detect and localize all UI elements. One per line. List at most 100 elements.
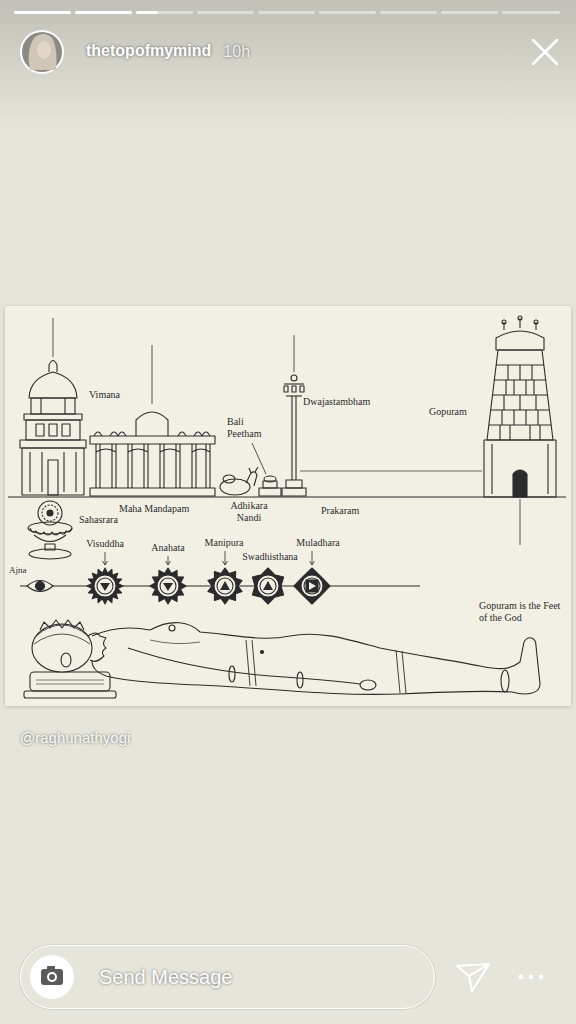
- send-icon: [457, 964, 489, 991]
- reclining-figure: [169, 625, 175, 631]
- chakra-symbol: [94, 575, 116, 597]
- camera-button: [41, 969, 63, 985]
- gopuram-tower: [513, 470, 527, 497]
- vimana-tower: [36, 424, 44, 436]
- gopuram-tower: [535, 322, 536, 330]
- gopuram-tower: [502, 320, 506, 324]
- reclining-figure: [30, 672, 110, 691]
- story-progress-bar: [380, 11, 437, 14]
- reclining-figure: [32, 624, 92, 672]
- ground-line: [8, 496, 566, 497]
- close-icon: [533, 40, 557, 64]
- chakra-name: Sahasrara: [78, 514, 119, 526]
- vimana-tower: [62, 424, 70, 436]
- reclining-figure: [396, 650, 406, 693]
- sahasrara-lotus: [28, 522, 72, 534]
- story-progress-bar: [319, 11, 376, 14]
- sahasrara-lotus: [30, 528, 72, 535]
- send-icon: [469, 964, 489, 976]
- vimana-tower: [26, 420, 80, 440]
- source-handle: @raghunathyogi: [20, 729, 130, 747]
- story-progress-bar: [258, 11, 315, 14]
- sahasrara-lotus: [38, 501, 62, 525]
- mandapam-hall: [136, 412, 168, 436]
- gopuram-tower: [484, 316, 556, 545]
- part-name: Dwajastambham: [302, 396, 371, 408]
- reclining-figure: [297, 672, 303, 688]
- flag-pole: [300, 386, 304, 392]
- chakra-symbol: [257, 575, 279, 597]
- reclining-figure: [24, 620, 540, 698]
- send-icon: [457, 964, 489, 991]
- avatar: [20, 30, 64, 74]
- sahasrara-lotus: [34, 535, 66, 542]
- chakra-symbol: [214, 575, 236, 597]
- ajna-eye: [27, 581, 53, 592]
- gopuram-tower: [487, 350, 553, 440]
- flag-pole: [284, 383, 304, 384]
- reclining-figure: [261, 651, 264, 654]
- gopuram-tower: [520, 499, 521, 545]
- mandapam-hall: [90, 345, 215, 496]
- vimana-tower: [24, 414, 82, 420]
- gopuram-tower: [484, 440, 556, 497]
- diagram-frame: [5, 306, 571, 706]
- chakra-symbol: [304, 578, 320, 594]
- chakra-name: Anahata: [150, 542, 185, 554]
- chakra-symbol: [294, 568, 330, 604]
- flag-pole: [282, 335, 306, 496]
- chakra-symbol: [100, 583, 110, 591]
- story-progress-bar: [75, 11, 132, 14]
- close-icon: [533, 40, 557, 64]
- chakra-symbol: [150, 568, 186, 604]
- camera-button: [49, 974, 55, 980]
- sahasrara-lotus: [47, 510, 53, 516]
- reclining-figure: [61, 653, 71, 667]
- part-name: Adhikara Nandi: [222, 500, 276, 524]
- gopuram-tower: [503, 322, 504, 330]
- avatar: [37, 41, 51, 59]
- reclining-figure: [501, 670, 509, 692]
- chakra-symbol: [160, 578, 176, 594]
- flag-pole: [286, 480, 302, 488]
- sahasrara-lotus: [42, 505, 58, 521]
- chakra-symbol: [306, 580, 318, 592]
- post-age: 10h: [223, 42, 250, 61]
- chakra-name: Muladhara: [295, 537, 340, 549]
- leader-line: [223, 561, 228, 565]
- avatar: [22, 32, 62, 72]
- chakra-symbol: [87, 568, 330, 604]
- chakra-symbol: [217, 578, 233, 594]
- leader-line: [168, 556, 169, 565]
- chakra-symbol: [301, 575, 323, 597]
- chakra-symbol: [97, 578, 113, 594]
- flag-pole: [291, 396, 292, 480]
- chakra-symbol: [252, 568, 283, 604]
- vimana-tower: [31, 398, 75, 414]
- ajna-eye: [27, 581, 53, 592]
- story-progress-bar: [502, 11, 560, 14]
- chakra-symbol: [87, 568, 123, 604]
- reclining-figure: [246, 640, 256, 686]
- vimana-tower: [49, 361, 57, 373]
- chakra-name: Swadhisthana: [241, 551, 299, 563]
- leader-line: [105, 552, 106, 565]
- mandapam-hall: [94, 432, 210, 436]
- sahasrara-lotus: [28, 501, 72, 559]
- reclining-figure: [92, 623, 540, 695]
- avatar: [20, 30, 64, 74]
- gopuram-tower: [534, 320, 538, 324]
- chakra-symbol: [252, 568, 283, 604]
- reclining-figure: [40, 620, 84, 630]
- chakra-symbol: [294, 568, 330, 604]
- chakra-symbol: [87, 568, 123, 604]
- reclining-figure: [34, 634, 90, 644]
- vimana-tower: [22, 448, 84, 495]
- bali-peetham: [259, 476, 281, 496]
- nandi-bull: [223, 475, 235, 483]
- leader-line: [225, 551, 226, 565]
- mandapam-hall: [96, 449, 210, 452]
- sahasrara-lotus: [29, 549, 71, 559]
- nandi-bull: [220, 467, 258, 495]
